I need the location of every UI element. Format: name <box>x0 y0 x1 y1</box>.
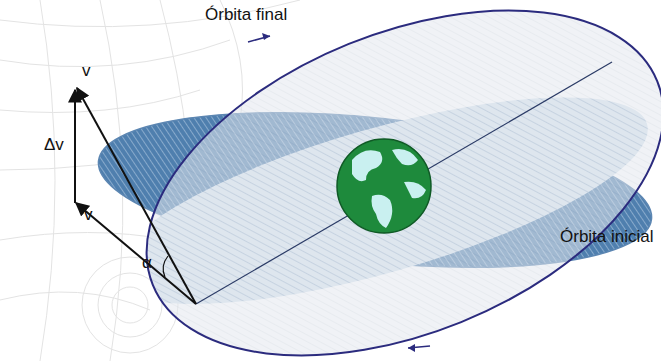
vector-label: v <box>82 62 91 81</box>
orbit-name: Órbita inicial <box>560 228 654 247</box>
orbit-name: Órbita final <box>205 6 287 25</box>
velocity-triangle <box>75 88 196 304</box>
earth <box>337 139 431 233</box>
final-orbit <box>97 0 661 361</box>
vector-label: Δv <box>44 136 64 155</box>
angle-label: α <box>142 254 152 273</box>
line-of-nodes <box>196 62 612 304</box>
vector-label: v <box>84 206 93 225</box>
initial-orbit <box>91 0 661 361</box>
